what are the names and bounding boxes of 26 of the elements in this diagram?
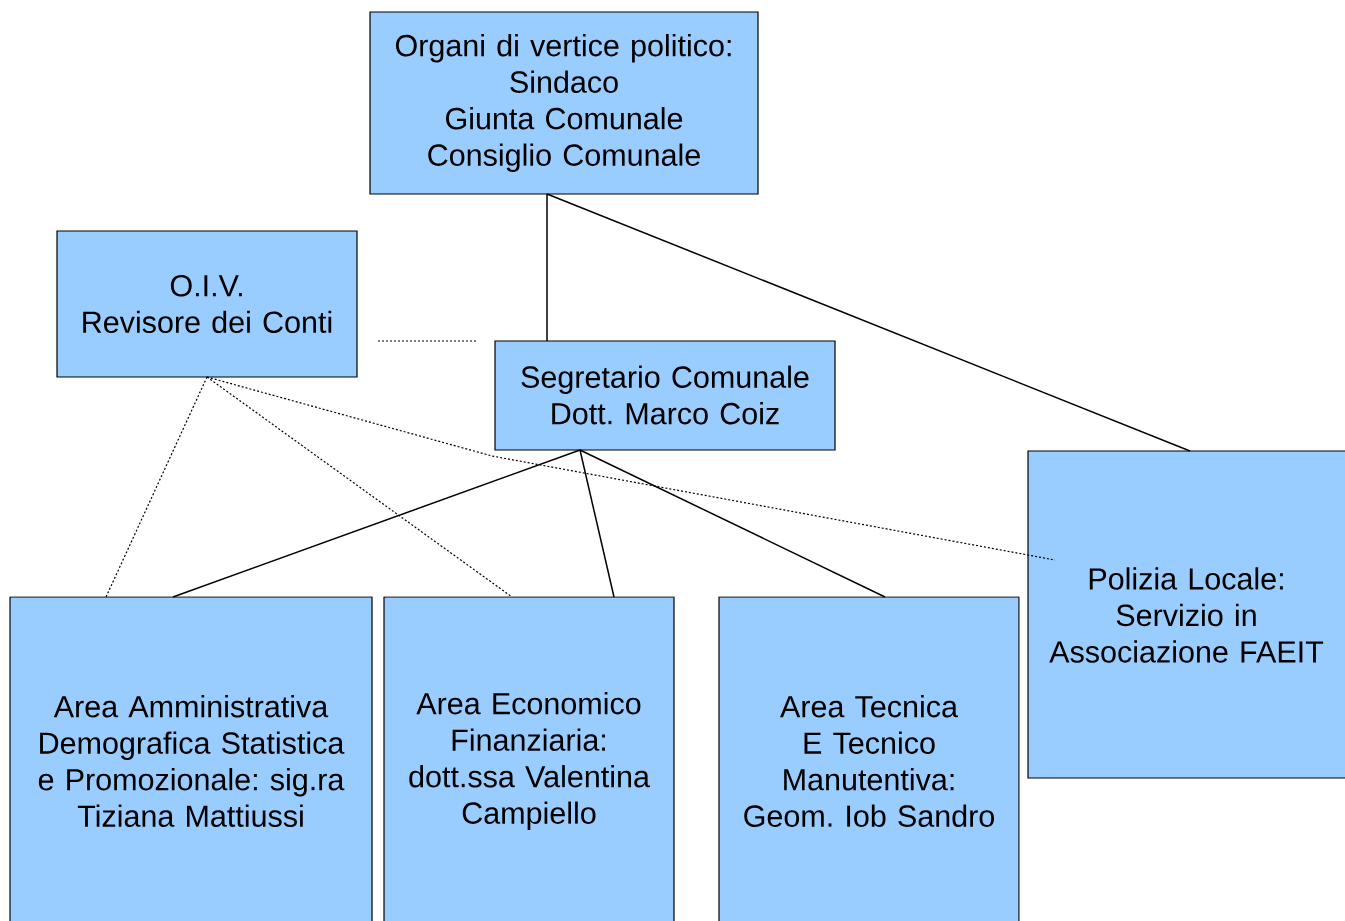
node-label: Giunta Comunale — [446, 107, 683, 130]
connector — [546, 193, 548, 342]
connector — [579, 449, 886, 598]
box-text: O.I.V. Revisore dei Conti — [83, 274, 332, 334]
box — [494, 340, 836, 451]
node-label: Organi di vertice politico: — [395, 34, 731, 63]
box — [383, 596, 675, 921]
connector — [546, 193, 1191, 452]
connector — [377, 340, 479, 342]
box-text: Polizia Locale: Servizio in Associazione FAEIT — [1049, 567, 1324, 663]
connector — [105, 376, 208, 598]
box — [9, 596, 373, 921]
box-text: Area Economico Finanziaria: dott.ssa Valentina Campiello — [409, 692, 650, 830]
box — [718, 596, 1020, 921]
connector — [579, 449, 615, 598]
box-text: Organi di vertice politico: Sindaco Giunta Comunale Consiglio Comunale — [395, 34, 731, 172]
node-label: Sindaco — [510, 70, 618, 93]
box — [369, 11, 759, 195]
box-text: Area Tecnica E Tecnico Manutentiva: Geom. Iob Sandro — [744, 695, 994, 827]
box-text: Segretario Comunale Dott. Marco Coiz — [521, 365, 809, 425]
node-label: Consiglio Comunale — [428, 143, 700, 172]
box — [56, 230, 358, 378]
connector — [206, 376, 1056, 561]
box-text: Area Amministrativa Demografica Statistica e Promozionale: sig.ra Tiziana Mattiussi — [38, 695, 345, 827]
connector — [172, 449, 581, 598]
box — [1027, 450, 1345, 779]
